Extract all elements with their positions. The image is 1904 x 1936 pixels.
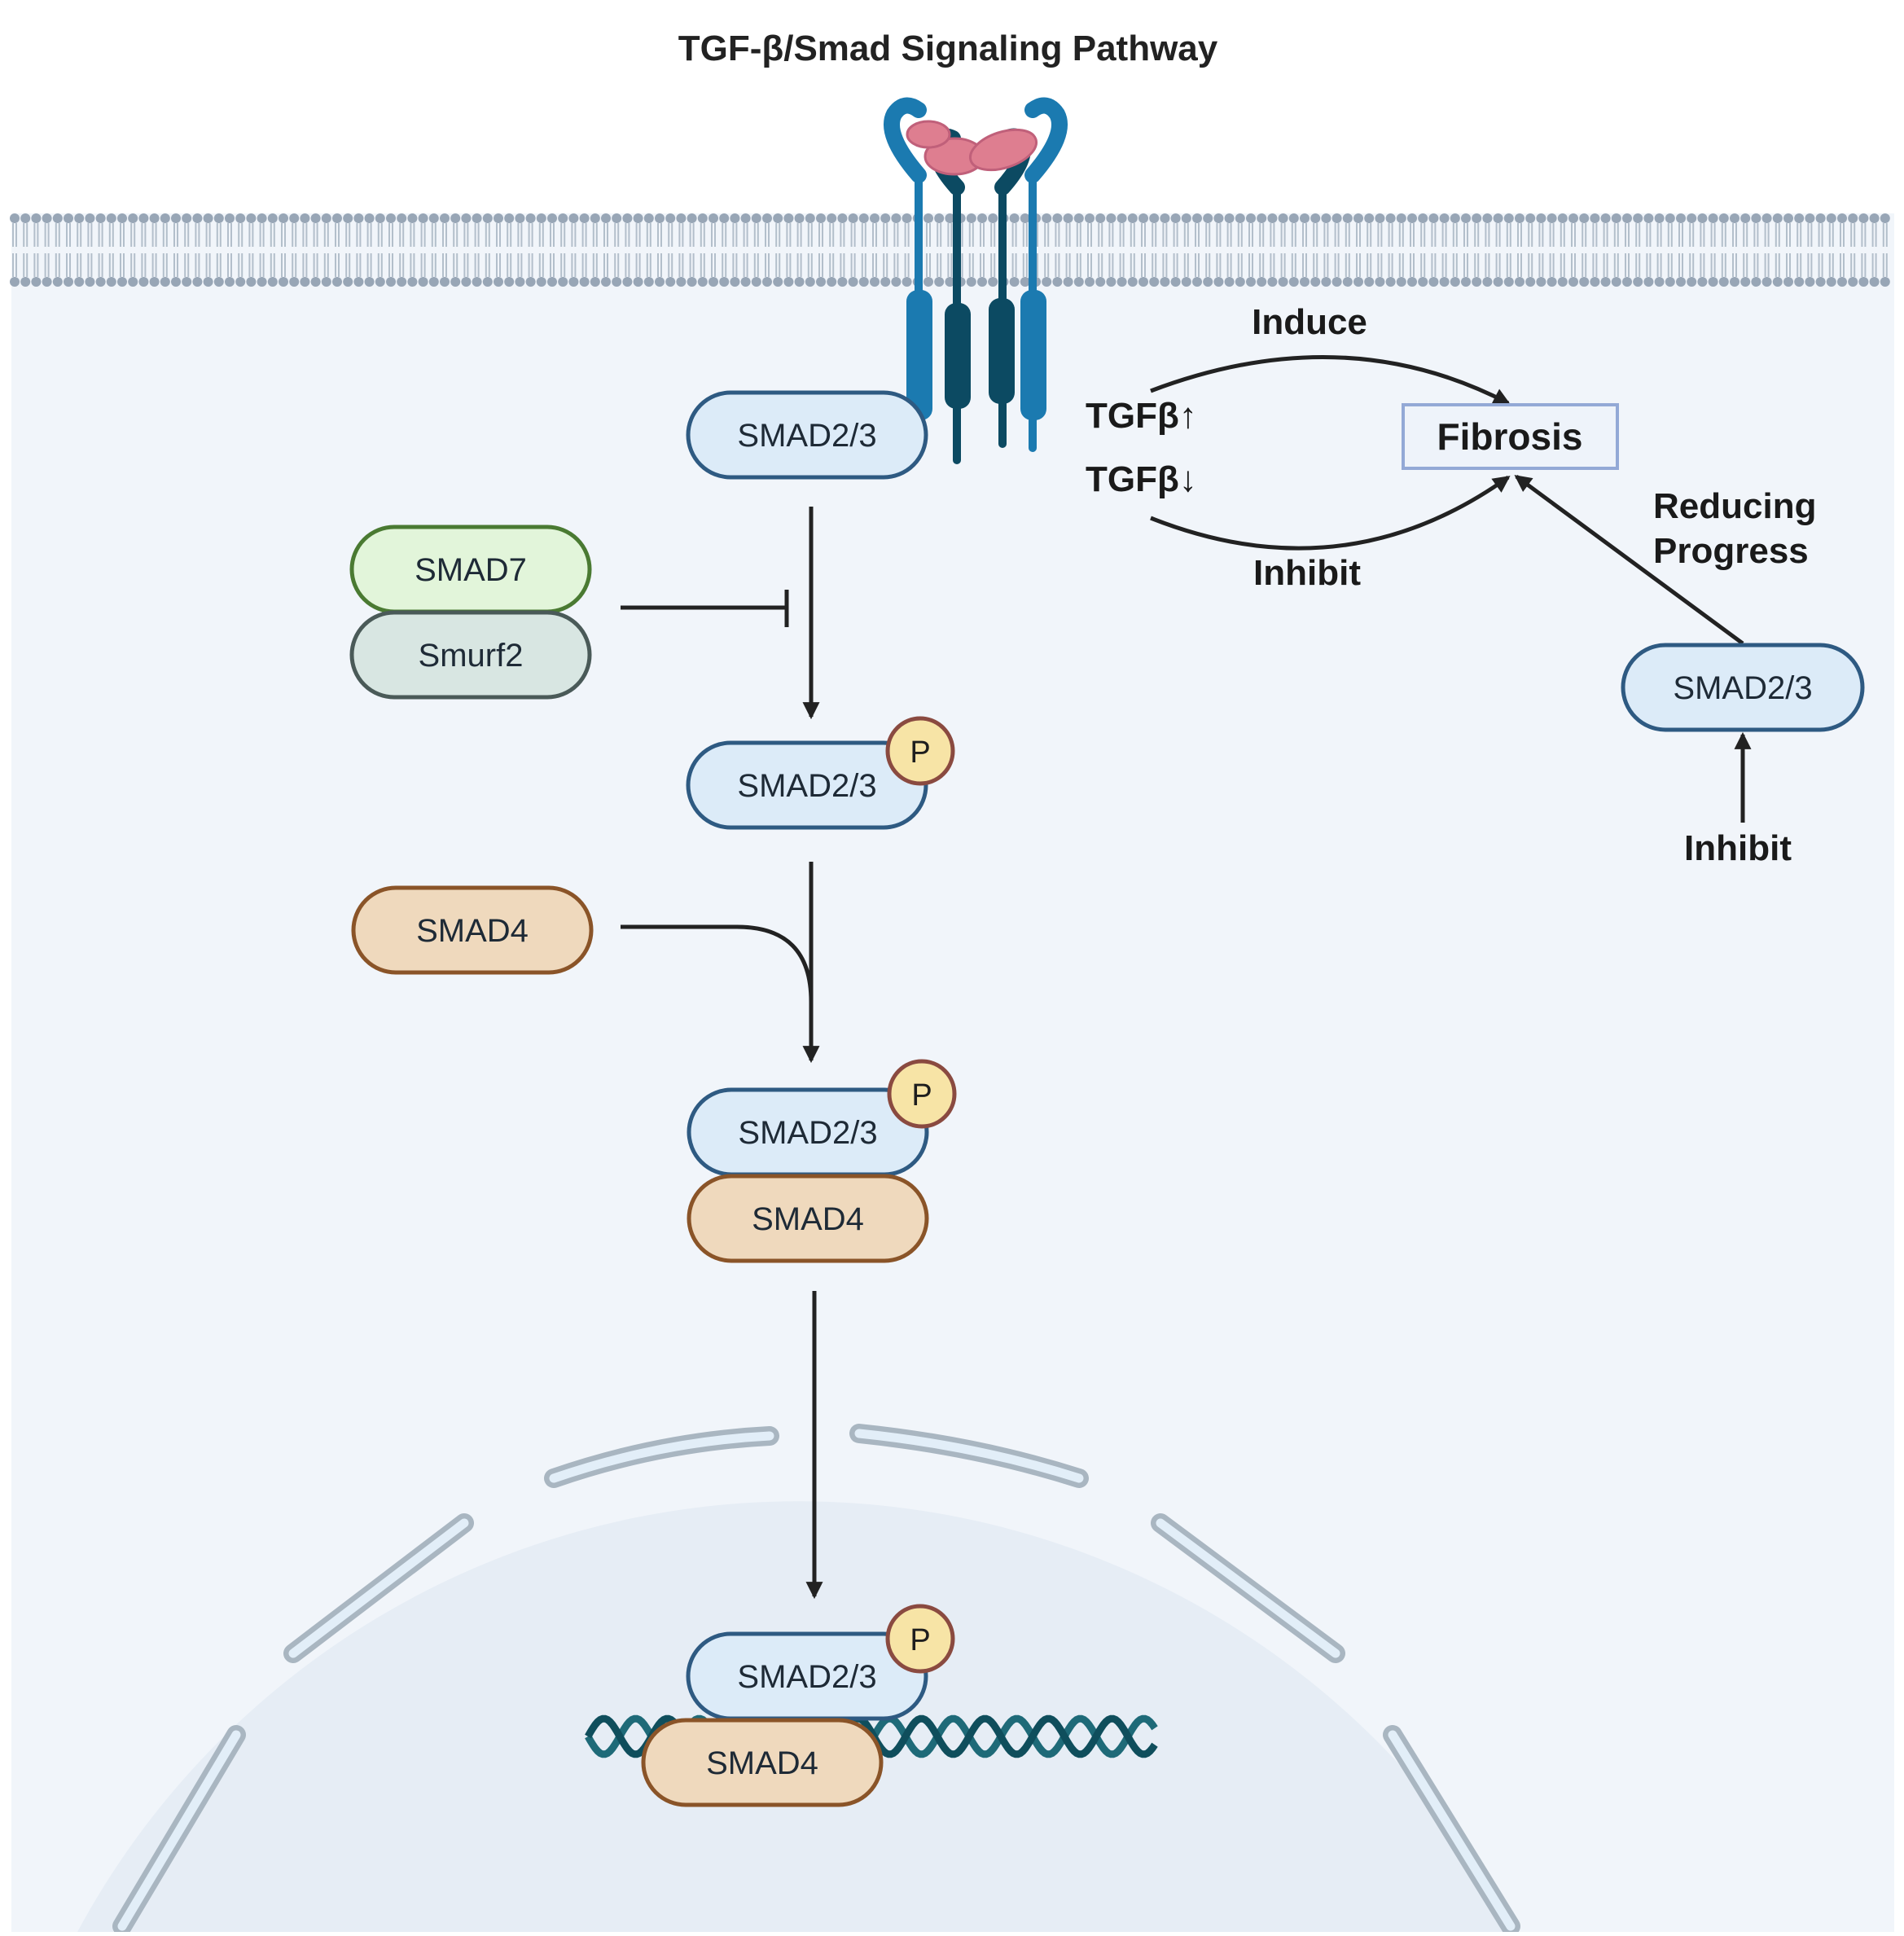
phospho-badge [885, 1604, 955, 1674]
progress-label: Progress [1653, 531, 1809, 571]
smad23-receptor: SMAD2/3 [686, 390, 928, 480]
svg-text:SMAD4: SMAD4 [752, 1201, 864, 1237]
induce-label: Induce [1252, 302, 1367, 342]
svg-text:Smurf2: Smurf2 [419, 638, 524, 674]
smad-complex-cytoplasm: SMAD2/3 SMAD4 P [687, 1059, 957, 1263]
svg-text:SMAD4: SMAD4 [416, 913, 529, 949]
svg-text:P: P [910, 735, 930, 770]
phospho-badge [887, 1059, 957, 1129]
smad4-free: SMAD4 [351, 885, 594, 975]
svg-text:SMAD7: SMAD7 [415, 552, 527, 588]
svg-text:SMAD4: SMAD4 [706, 1745, 818, 1781]
tgf-beta-ligand-2 [968, 128, 1038, 172]
smad7: SMAD7 [349, 525, 592, 614]
tgfb-down-label: TGFβ↓ [1086, 459, 1197, 499]
pathway-arrows [621, 507, 823, 1600]
svg-text:SMAD2/3: SMAD2/3 [737, 1659, 876, 1695]
smad23-phosphorylated: SMAD2/3 P [686, 716, 955, 830]
tgfb-up-label: TGFβ↑ [1086, 396, 1197, 436]
fibrosis-box [1402, 403, 1619, 470]
inhibit-arrow [1150, 475, 1511, 551]
diagram-title: TGF-β/Smad Signaling Pathway [678, 29, 1218, 68]
reducing-label: Reducing [1653, 486, 1816, 526]
svg-text:SMAD2/3: SMAD2/3 [737, 768, 876, 804]
reducing-progress-arrow [1514, 474, 1744, 646]
cell-membrane [10, 213, 1890, 287]
smad-complex-nuclear: SMAD2/3 SMAD4 P [641, 1604, 955, 1807]
inhibit-label-bottom: Inhibit [1684, 828, 1792, 868]
smad4-join-arrow [621, 924, 814, 1003]
fibrosis-panel: Fibrosis Induce Inhibit TGFβ↑ TGFβ↓ Redu… [1086, 302, 1865, 868]
svg-text:P: P [910, 1623, 930, 1657]
svg-text:SMAD2/3: SMAD2/3 [1673, 670, 1812, 706]
smurf2: Smurf2 [349, 610, 592, 700]
tgf-beta-receptor [884, 97, 1068, 464]
svg-text:SMAD2/3: SMAD2/3 [738, 1115, 877, 1151]
phospho-badge [885, 716, 955, 786]
svg-text:P: P [911, 1078, 932, 1113]
nuclear-envelope [112, 1424, 1520, 1936]
inhibit-label-top: Inhibit [1253, 553, 1361, 593]
svg-text:SMAD2/3: SMAD2/3 [737, 418, 876, 454]
induce-arrow [1150, 354, 1511, 406]
smad23-right: SMAD2/3 [1621, 643, 1865, 732]
fibrosis-label: Fibrosis [1437, 415, 1583, 458]
